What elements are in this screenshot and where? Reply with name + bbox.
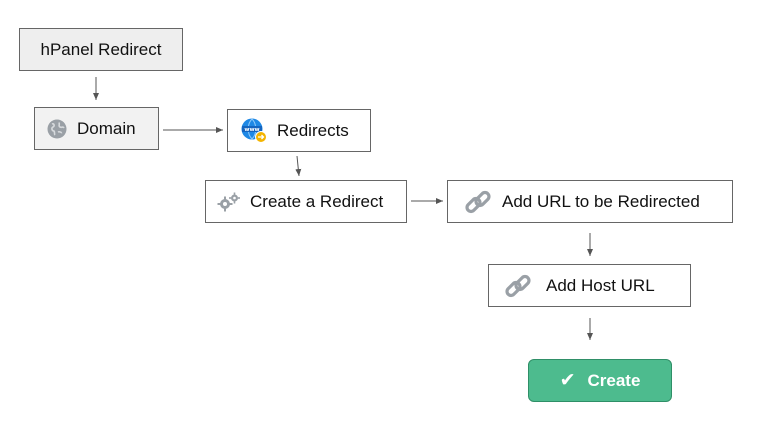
node-domain: Domain xyxy=(34,107,159,150)
node-hpanel-redirect-label: hPanel Redirect xyxy=(40,39,162,59)
link-icon xyxy=(463,187,493,217)
node-domain-label: Domain xyxy=(77,118,136,138)
www-redirect-icon: www xyxy=(239,117,269,145)
node-hpanel-redirect: hPanel Redirect xyxy=(19,28,183,71)
gears-icon xyxy=(217,191,241,213)
arrow-redirects-to-create-redirect xyxy=(295,155,302,177)
globe-icon xyxy=(45,117,69,141)
node-add-host-url-label: Add Host URL xyxy=(546,275,655,295)
link-icon xyxy=(503,271,533,301)
node-create-redirect-label: Create a Redirect xyxy=(250,191,384,211)
node-add-host-url: Add Host URL xyxy=(488,264,691,307)
svg-text:www: www xyxy=(244,127,259,133)
node-redirects-label: Redirects xyxy=(277,120,349,140)
node-add-url-label: Add URL to be Redirected xyxy=(502,191,700,211)
checkmark-icon: ✔ xyxy=(559,370,576,391)
create-button[interactable]: ✔ Create xyxy=(528,359,672,402)
node-add-url: Add URL to be Redirected xyxy=(447,180,733,223)
create-button-label: Create xyxy=(587,370,641,390)
node-redirects: www Redirects xyxy=(227,109,371,152)
node-create-redirect: Create a Redirect xyxy=(205,180,407,223)
